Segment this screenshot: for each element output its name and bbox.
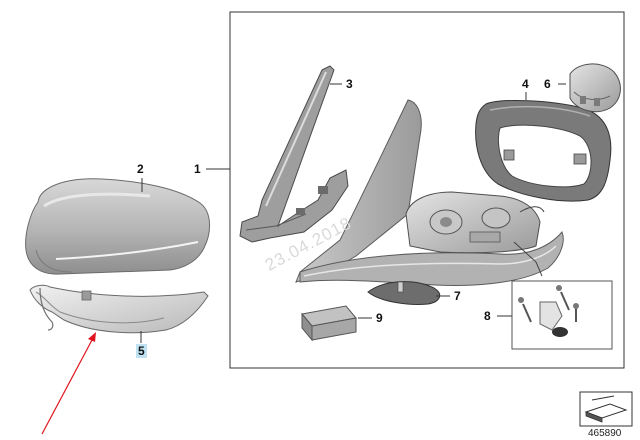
callout-8: 8 — [484, 309, 491, 323]
housing-trim-part-3 — [239, 65, 349, 243]
gasket-part-7 — [367, 281, 441, 305]
callout-1: 1 — [194, 162, 201, 176]
glass-carrier-part-4 — [475, 100, 612, 202]
diagram-icon-box — [579, 391, 633, 427]
callout-4: 4 — [522, 77, 529, 91]
diagram-id-label: 465890 — [588, 428, 622, 439]
mirror-cap-part-2 — [25, 178, 210, 275]
fastener-set-part-8 — [518, 285, 579, 337]
callout-9: 9 — [376, 311, 383, 325]
callout-7: 7 — [454, 289, 461, 303]
fastener-set-box — [511, 280, 613, 350]
actuator-part-6 — [569, 63, 621, 113]
callout-3: 3 — [346, 77, 353, 91]
callout-6: 6 — [544, 77, 551, 91]
callout-2: 2 — [137, 162, 144, 176]
callout-5: 5 — [136, 344, 147, 358]
red-pointer-arrow — [41, 332, 96, 435]
mirror-base-part-1 — [295, 99, 564, 286]
assembly-frame — [229, 11, 625, 369]
turn-signal-part-5 — [29, 284, 209, 334]
foam-pad-part-9 — [301, 305, 357, 342]
